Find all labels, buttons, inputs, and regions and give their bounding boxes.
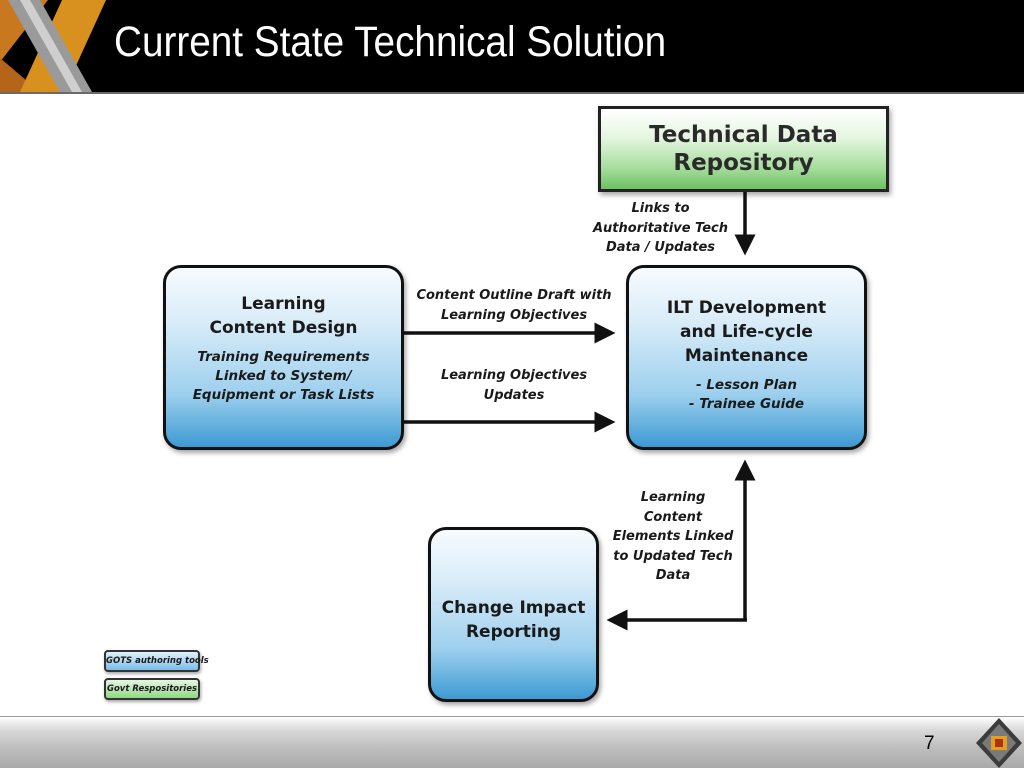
- node-change-impact-reporting: Change Impact Reporting: [428, 527, 599, 702]
- node-ilt-development-item: - Lesson Plan: [696, 377, 797, 393]
- page-number: 7: [924, 733, 935, 754]
- corner-emblem-icon: [0, 0, 106, 92]
- node-change-impact-reporting-title: Change Impact Reporting: [441, 598, 586, 642]
- node-ilt-development-title: ILT Development and Life-cycle Maintenan…: [666, 298, 827, 366]
- node-learning-content-design: Learning Content Design Training Require…: [163, 265, 404, 450]
- edge-label-tdr-to-ilt: Links to Authoritative Tech Data / Updat…: [592, 201, 729, 255]
- edge-label-objectives-updates: Learning Objectives Updates: [440, 368, 588, 403]
- node-ilt-development-item: - Trainee Guide: [688, 396, 805, 412]
- legend-govt-repositories: Govt Respositories: [104, 678, 200, 700]
- node-learning-content-design-title: Learning Content Design: [209, 294, 358, 338]
- node-technical-data-repository-title: Technical Data Repository: [649, 122, 838, 176]
- footer-bar: [0, 716, 1024, 768]
- node-learning-content-design-detail: Training Requirements Linked to System/ …: [192, 349, 375, 403]
- footer-logo-icon: [976, 718, 1022, 768]
- edge-label-ilt-to-change-impact: Learning Content Elements Linked to Upda…: [612, 490, 734, 583]
- node-ilt-development: ILT Development and Life-cycle Maintenan…: [626, 265, 867, 450]
- node-technical-data-repository: Technical Data Repository: [598, 106, 889, 192]
- slide-title: Current State Technical Solution: [114, 18, 667, 66]
- legend-gots-authoring-tools: GOTS authoring tools: [104, 650, 209, 672]
- edge-label-content-outline: Content Outline Draft with Learning Obje…: [416, 288, 612, 323]
- title-bar: Current State Technical Solution: [0, 0, 1024, 94]
